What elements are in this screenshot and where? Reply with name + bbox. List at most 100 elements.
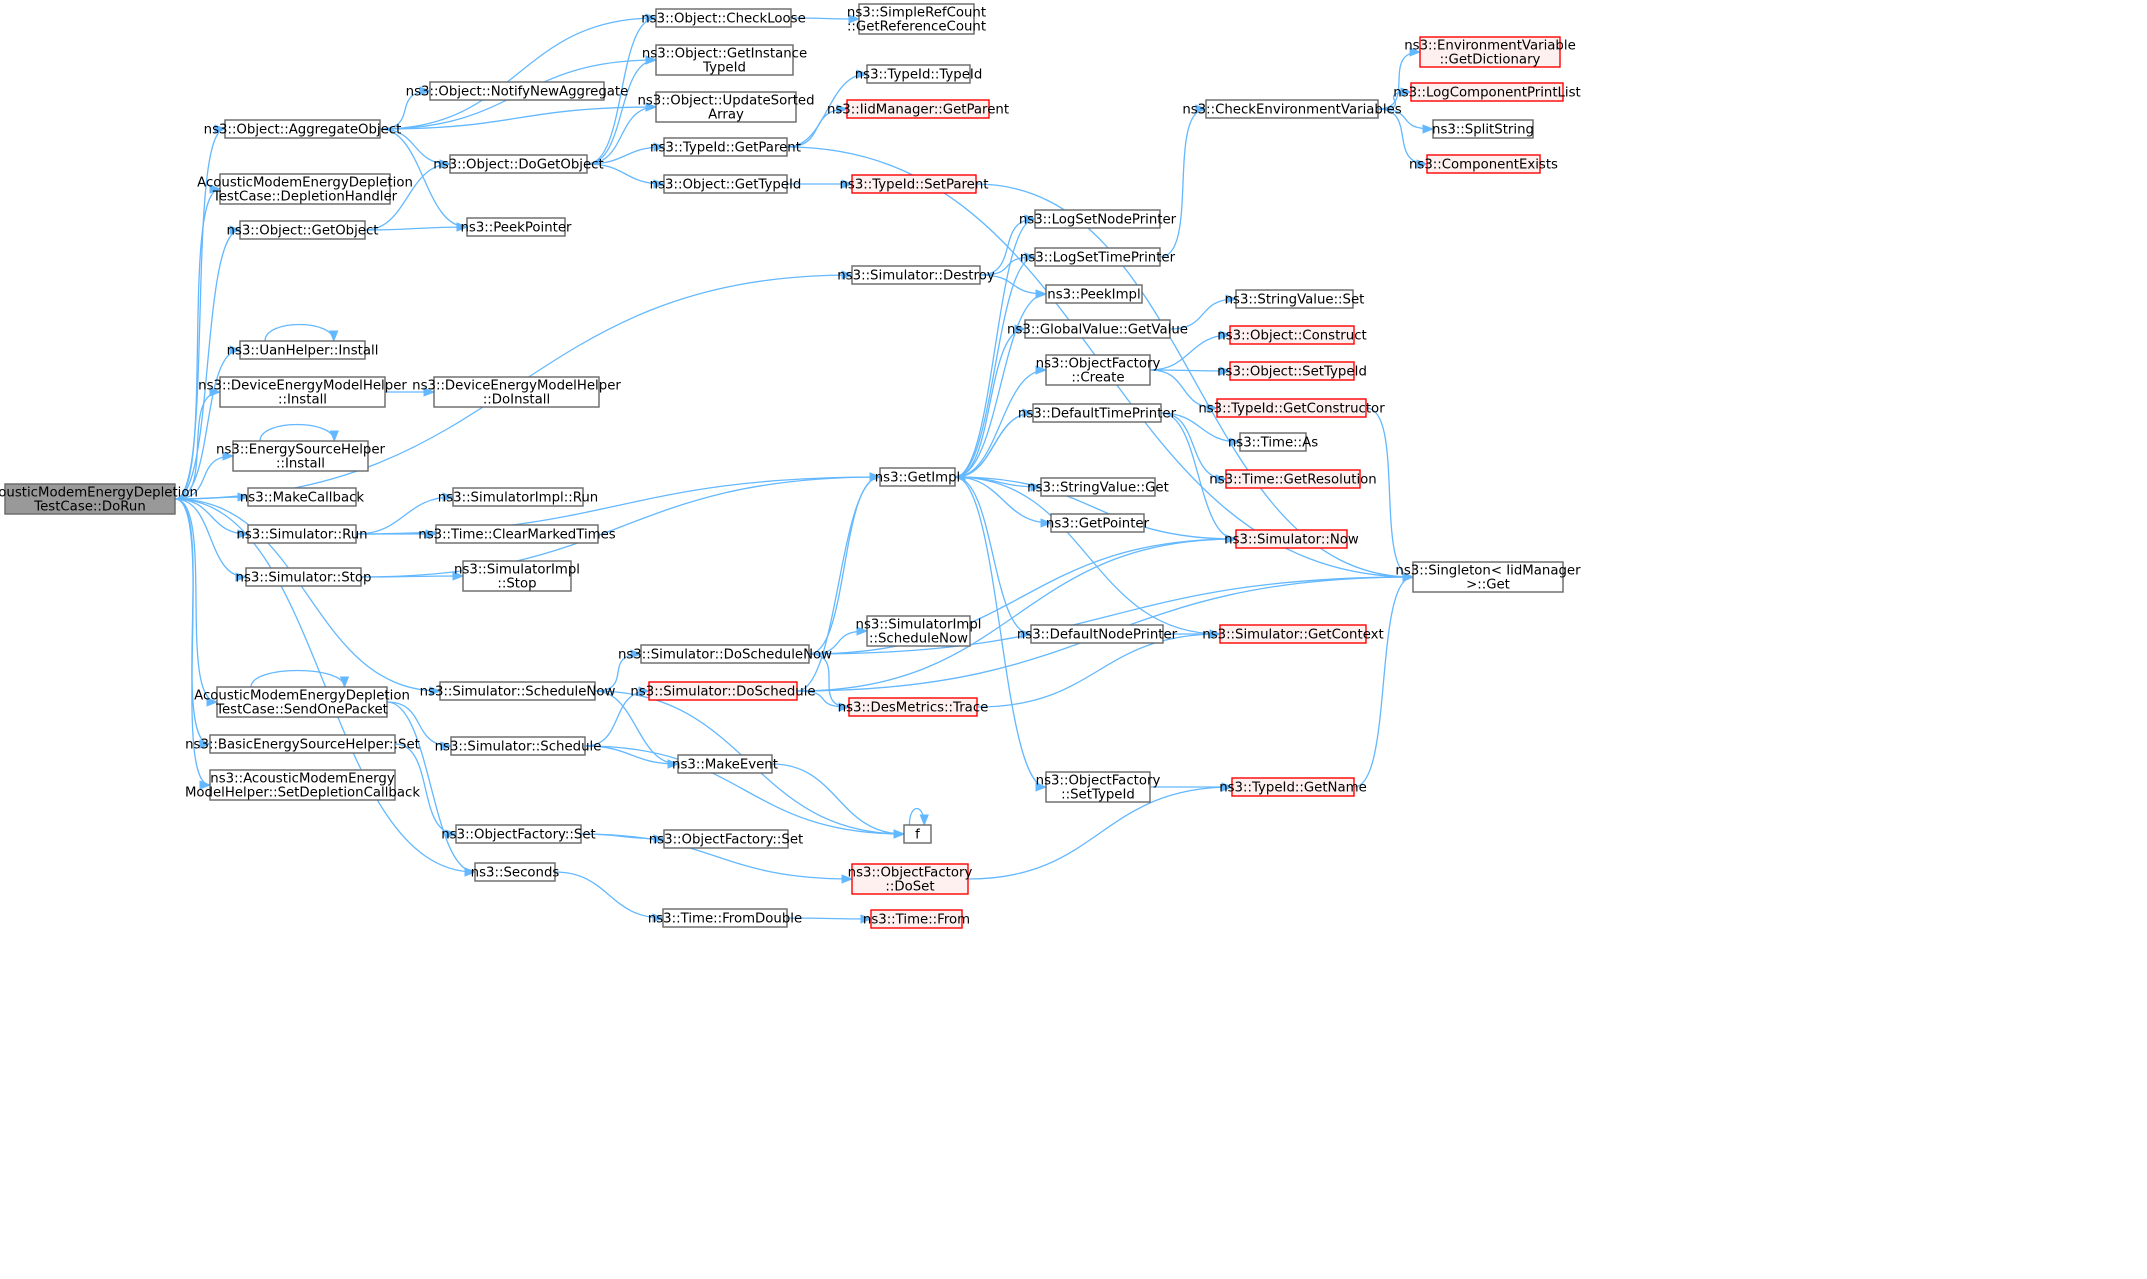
node-box-simstop[interactable] — [245, 567, 362, 587]
node-simplerefcount[interactable]: ns3::SimpleRefCount::GetReferenceCount — [847, 3, 986, 35]
node-box-getpointer[interactable] — [1050, 513, 1145, 533]
node-simgetcontext[interactable]: ns3::Simulator::GetContext — [1202, 624, 1384, 644]
node-box-peekimpl[interactable] — [1045, 284, 1143, 304]
node-box-strvalget[interactable] — [1040, 477, 1156, 497]
node-box-ofsettypeid[interactable] — [1045, 771, 1151, 803]
node-box-simimplrun[interactable] — [452, 487, 584, 507]
node-box-updatesorted[interactable] — [655, 91, 797, 123]
node-strvalset[interactable]: ns3::StringValue::Set — [1225, 289, 1365, 309]
node-desmetrics[interactable]: ns3::DesMetrics::Trace — [838, 697, 989, 717]
node-defnodeprinter[interactable]: ns3::DefaultNodePrinter — [1017, 624, 1178, 644]
node-objgettypeid[interactable]: ns3::Object::GetTypeId — [650, 174, 802, 194]
node-box-deftimeprinter[interactable] — [1032, 403, 1162, 423]
node-f[interactable]: f — [903, 824, 932, 844]
node-box-root[interactable] — [4, 483, 176, 515]
node-box-demhdoinstall[interactable] — [433, 376, 600, 408]
node-simimplschednow[interactable]: ns3::SimulatorImpl::ScheduleNow — [856, 615, 982, 647]
node-box-checkloose[interactable] — [655, 8, 792, 28]
node-gvgetvalue[interactable]: ns3::GlobalValue::GetValue — [1007, 319, 1188, 339]
node-ofset[interactable]: ns3::ObjectFactory::Set — [441, 824, 596, 844]
node-ofdoset[interactable]: ns3::ObjectFactory::DoSet — [848, 863, 973, 895]
node-makeevent[interactable]: ns3::MakeEvent — [672, 754, 778, 774]
node-schedulenow[interactable]: ns3::Simulator::ScheduleNow — [420, 681, 616, 701]
node-schedule[interactable]: ns3::Simulator::Schedule — [435, 736, 602, 756]
node-box-ofdoset[interactable] — [851, 863, 969, 895]
node-box-objgettypeid[interactable] — [663, 174, 788, 194]
node-typeidtypeid[interactable]: ns3::TypeId::TypeId — [855, 64, 983, 84]
node-simimplstop[interactable]: ns3::SimulatorImpl::Stop — [454, 560, 580, 592]
node-box-typeidtypeid[interactable] — [866, 64, 971, 84]
node-fromdouble[interactable]: ns3::Time::FromDouble — [648, 908, 802, 928]
node-strvalget[interactable]: ns3::StringValue::Get — [1027, 477, 1169, 497]
node-box-timegetres[interactable] — [1225, 469, 1361, 489]
node-box-simnow[interactable] — [1235, 529, 1348, 549]
node-box-typeidgetctor[interactable] — [1216, 398, 1367, 418]
node-box-envgetdict[interactable] — [1419, 36, 1561, 68]
node-box-simimplschednow[interactable] — [866, 615, 971, 647]
node-box-typeidgetname[interactable] — [1231, 777, 1355, 797]
node-box-schedule[interactable] — [450, 736, 586, 756]
node-box-logsettime[interactable] — [1034, 247, 1161, 267]
node-simnow[interactable]: ns3::Simulator::Now — [1224, 529, 1359, 549]
node-box-demhinstall[interactable] — [219, 376, 386, 408]
node-peekimpl[interactable]: ns3::PeekImpl — [1045, 284, 1143, 304]
node-makecallback[interactable]: ns3::MakeCallback — [240, 487, 365, 507]
node-box-defnodeprinter[interactable] — [1030, 624, 1164, 644]
node-peekpointer[interactable]: ns3::PeekPointer — [460, 217, 572, 237]
node-box-splitstring[interactable] — [1432, 119, 1534, 139]
node-box-notifynew[interactable] — [429, 81, 605, 101]
node-splitstring[interactable]: ns3::SplitString — [1432, 119, 1534, 139]
node-doschedule[interactable]: ns3::Simulator::DoSchedule — [630, 681, 816, 701]
node-box-sendone[interactable] — [216, 686, 388, 718]
node-box-checkenv[interactable] — [1205, 99, 1379, 119]
node-box-makecallback[interactable] — [247, 487, 357, 507]
node-compexists[interactable]: ns3::ComponentExists — [1409, 154, 1558, 174]
node-box-eshinstall[interactable] — [232, 440, 369, 472]
node-getimpl[interactable]: ns3::GetImpl — [875, 467, 960, 487]
node-box-doschedulenow[interactable] — [640, 644, 810, 664]
node-box-timefrom[interactable] — [870, 909, 963, 929]
node-ofsettypeid[interactable]: ns3::ObjectFactory::SetTypeId — [1036, 771, 1161, 803]
node-ofset2[interactable]: ns3::ObjectFactory::Set — [649, 829, 803, 849]
node-demhinstall[interactable]: ns3::DeviceEnergyModelHelper::Install — [198, 376, 407, 408]
node-checkenv[interactable]: ns3::CheckEnvironmentVariables — [1182, 99, 1402, 119]
node-box-logcompprint[interactable] — [1410, 82, 1564, 102]
node-box-simgetcontext[interactable] — [1219, 624, 1367, 644]
node-ofcreate[interactable]: ns3::ObjectFactory::Create — [1036, 354, 1161, 386]
node-objconstruct[interactable]: ns3::Object::Construct — [1217, 325, 1367, 345]
node-box-getinstance[interactable] — [655, 44, 794, 76]
node-dogetobject[interactable]: ns3::Object::DoGetObject — [433, 154, 604, 174]
node-box-compexists[interactable] — [1426, 154, 1541, 174]
node-box-simdestroy[interactable] — [851, 265, 981, 285]
node-box-clearmarked[interactable] — [435, 524, 599, 544]
node-typeidgetparent[interactable]: ns3::TypeId::GetParent — [650, 137, 801, 157]
node-box-simplerefcount[interactable] — [858, 3, 975, 35]
node-simimplrun[interactable]: ns3::SimulatorImpl::Run — [438, 487, 598, 507]
node-box-singletonget[interactable] — [1412, 561, 1564, 593]
node-uaninstall[interactable]: ns3::UanHelper::Install — [227, 340, 379, 360]
node-box-getobject[interactable] — [239, 220, 366, 240]
node-getpointer[interactable]: ns3::GetPointer — [1046, 513, 1150, 533]
node-logsetnode[interactable]: ns3::LogSetNodePrinter — [1019, 209, 1177, 229]
node-typeidsetparent[interactable]: ns3::TypeId::SetParent — [839, 174, 989, 194]
node-box-ofset[interactable] — [455, 824, 582, 844]
node-box-doschedule[interactable] — [648, 681, 798, 701]
node-box-objsettypeid[interactable] — [1229, 361, 1355, 381]
node-deplhandler[interactable]: AcousticModemEnergyDepletionTestCase::De… — [197, 173, 413, 205]
node-box-strvalset[interactable] — [1235, 289, 1354, 309]
node-logcompprint[interactable]: ns3::LogComponentPrintList — [1393, 82, 1581, 102]
node-bessset[interactable]: ns3::BasicEnergySourceHelper::Set — [185, 734, 420, 754]
node-simdestroy[interactable]: ns3::Simulator::Destroy — [837, 265, 995, 285]
node-getobject[interactable]: ns3::Object::GetObject — [226, 220, 379, 240]
node-amemh[interactable]: ns3::AcousticModemEnergyModelHelper::Set… — [185, 769, 420, 801]
node-typeidgetctor[interactable]: ns3::TypeId::GetConstructor — [1198, 398, 1385, 418]
node-box-simrun[interactable] — [247, 524, 357, 544]
node-singletonget[interactable]: ns3::Singleton< IidManager>::Get — [1395, 561, 1581, 593]
node-timefrom[interactable]: ns3::Time::From — [863, 909, 970, 929]
node-box-amemh[interactable] — [209, 769, 396, 801]
node-demhdoinstall[interactable]: ns3::DeviceEnergyModelHelper::DoInstall — [412, 376, 621, 408]
node-box-bessset[interactable] — [209, 734, 396, 754]
node-box-objconstruct[interactable] — [1229, 325, 1355, 345]
node-notifynew[interactable]: ns3::Object::NotifyNewAggregate — [406, 81, 629, 101]
